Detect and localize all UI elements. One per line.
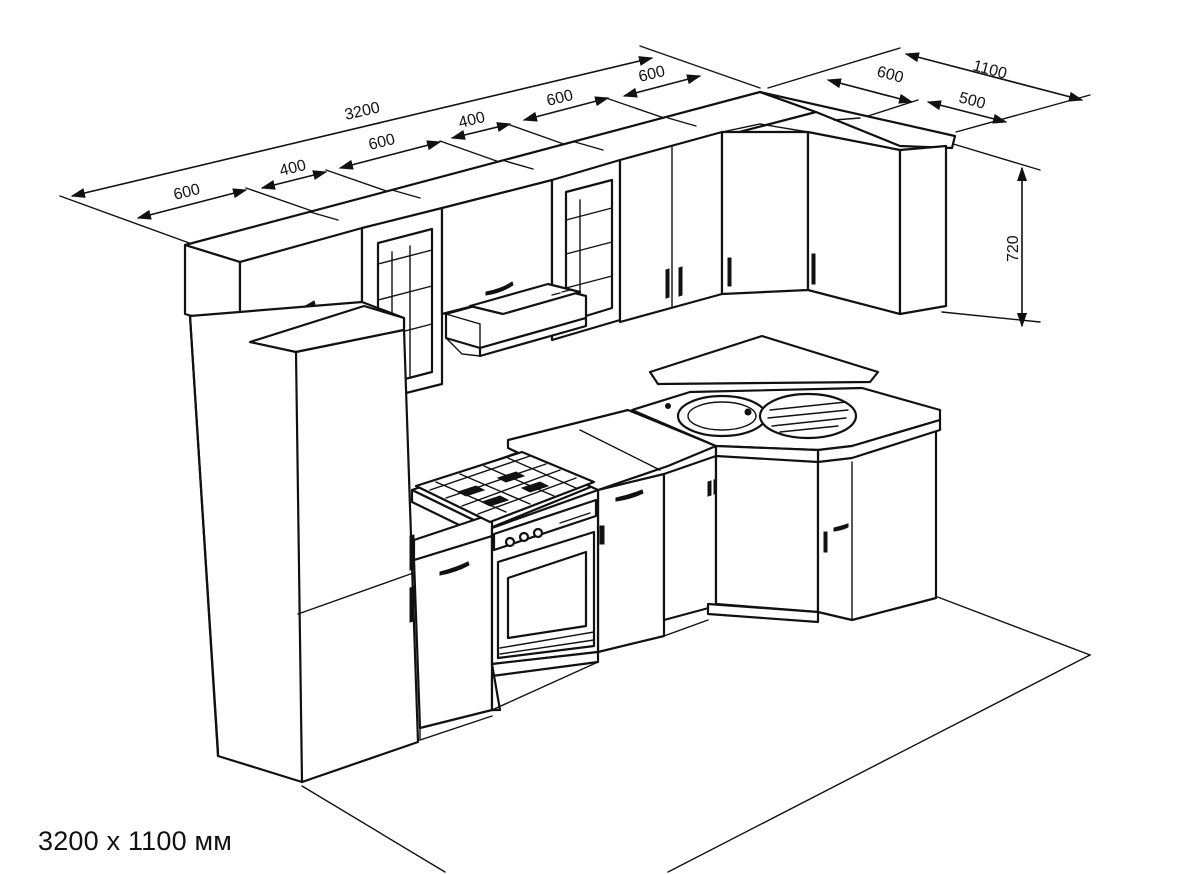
dim-label-400-a: 400 bbox=[278, 157, 308, 180]
dim-label-600-c: 600 bbox=[545, 87, 575, 110]
sink-countertop bbox=[630, 386, 942, 464]
dim-label-400-b: 400 bbox=[457, 109, 487, 132]
floor-outline bbox=[301, 595, 1092, 873]
refrigerator bbox=[188, 300, 420, 784]
size-caption: 3200 x 1100 мм bbox=[38, 826, 233, 856]
lower-cabinets bbox=[410, 408, 938, 730]
base-toe-kick bbox=[419, 597, 937, 741]
dim-label-500: 500 bbox=[957, 89, 987, 112]
dim-label-3200: 3200 bbox=[343, 99, 382, 124]
range-hood bbox=[444, 282, 588, 358]
dim-label-600-d: 600 bbox=[637, 63, 667, 86]
dim-label-600-b: 600 bbox=[367, 131, 397, 154]
stove bbox=[414, 450, 600, 712]
dim-label-side-600: 600 bbox=[875, 63, 905, 86]
dim-label-1100: 1100 bbox=[971, 57, 1009, 82]
dim-label-600-a: 600 bbox=[172, 181, 202, 204]
upper-cabinets bbox=[183, 90, 957, 406]
corner-shelf bbox=[648, 334, 880, 386]
dim-label-720: 720 bbox=[1005, 235, 1022, 262]
